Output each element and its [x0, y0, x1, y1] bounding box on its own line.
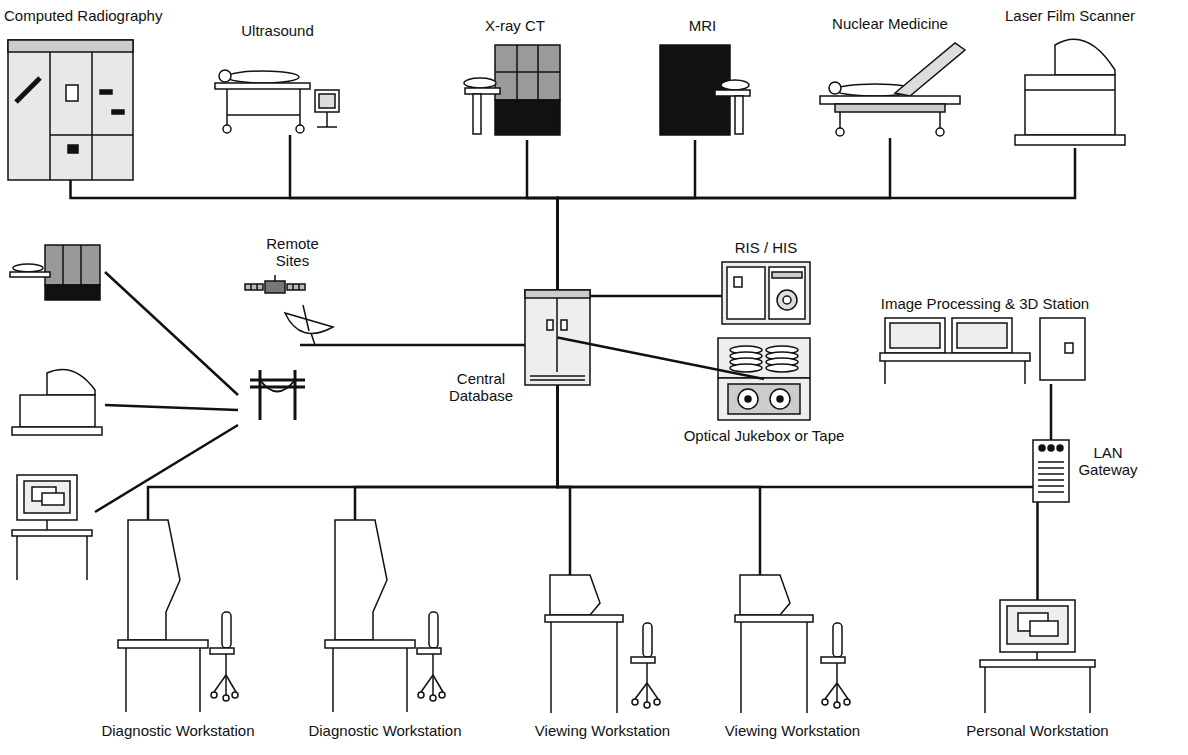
film-scanner — [1015, 39, 1125, 145]
device-node: Laser Film Scanner — [1015, 30, 1125, 148]
device-node: Remote Sites — [245, 275, 340, 425]
cr-reader — [8, 40, 133, 180]
device-label: Nuclear Medicine — [832, 15, 948, 32]
device-label: Laser Film Scanner — [1005, 7, 1135, 24]
image-processing-station — [880, 318, 1085, 384]
network-line — [527, 140, 558, 290]
device-node: LAN Gateway — [1033, 440, 1069, 502]
device-node: Optical Jukebox or Tape — [718, 338, 810, 420]
device-node: Central Database — [525, 290, 590, 385]
network-line — [340, 344, 525, 347]
remote-links — [95, 272, 238, 512]
telecom-link — [245, 275, 340, 420]
remote-pc — [12, 475, 92, 580]
network-line — [1036, 502, 1039, 600]
device-label: Computed Radiography — [4, 7, 162, 24]
device-label: Diagnostic Workstation — [308, 722, 461, 739]
device-node: Computed Radiography — [8, 30, 133, 180]
device-node: Viewing Workstation — [545, 575, 660, 715]
device-label: Ultrasound — [241, 22, 314, 39]
device-label: RIS / HIS — [735, 239, 798, 256]
ultrasound-bed — [215, 70, 339, 133]
device-node: Nuclear Medicine — [815, 38, 965, 138]
gamma-camera — [820, 43, 965, 136]
device-node: Ultrasound — [215, 45, 340, 135]
ris-his-server — [722, 262, 810, 324]
viewing-desk — [735, 575, 850, 713]
device-node: Viewing Workstation — [735, 575, 850, 715]
network-line — [558, 385, 1034, 487]
device-label: Image Processing & 3D Station — [881, 295, 1089, 312]
network-line — [355, 385, 558, 520]
viewing-desk — [545, 575, 660, 713]
network-line — [148, 385, 558, 520]
device-label: Remote Sites — [262, 235, 324, 270]
device-node: Personal Workstation — [980, 600, 1095, 715]
network-line — [290, 135, 558, 290]
network-line — [1050, 384, 1053, 440]
device-node: MRI — [655, 40, 750, 140]
device-node: Image Processing & 3D Station — [880, 318, 1090, 384]
device-node: X-ray CT — [465, 40, 565, 140]
network-line — [590, 295, 722, 298]
network-line — [558, 138, 891, 290]
device-label: Diagnostic Workstation — [101, 722, 254, 739]
device-label: Personal Workstation — [966, 722, 1108, 739]
mri-scanner — [660, 45, 750, 135]
network-line — [558, 385, 761, 575]
network-line — [558, 385, 571, 575]
network-line — [558, 148, 1076, 290]
network-line — [71, 180, 558, 290]
device-label: Viewing Workstation — [725, 722, 860, 739]
device-node: RIS / HIS — [722, 262, 810, 324]
diagnostic-console — [325, 520, 445, 712]
gateway-box — [1033, 440, 1069, 502]
network-line — [558, 140, 696, 290]
remote-scanner — [12, 369, 102, 435]
device-label: Viewing Workstation — [535, 722, 670, 739]
device-label: X-ray CT — [485, 17, 545, 34]
personal-pc — [980, 600, 1095, 713]
device-label: LAN Gateway — [1077, 444, 1139, 479]
device-label: MRI — [689, 17, 717, 34]
remote-ct — [10, 245, 100, 300]
ct-scanner — [464, 45, 560, 135]
diagnostic-console — [118, 520, 238, 712]
network-line — [558, 338, 765, 380]
device-node: Diagnostic Workstation — [325, 520, 445, 715]
device-label: Optical Jukebox or Tape — [684, 427, 845, 444]
device-node: Diagnostic Workstation — [118, 520, 238, 715]
device-label: Central Database — [445, 370, 517, 405]
